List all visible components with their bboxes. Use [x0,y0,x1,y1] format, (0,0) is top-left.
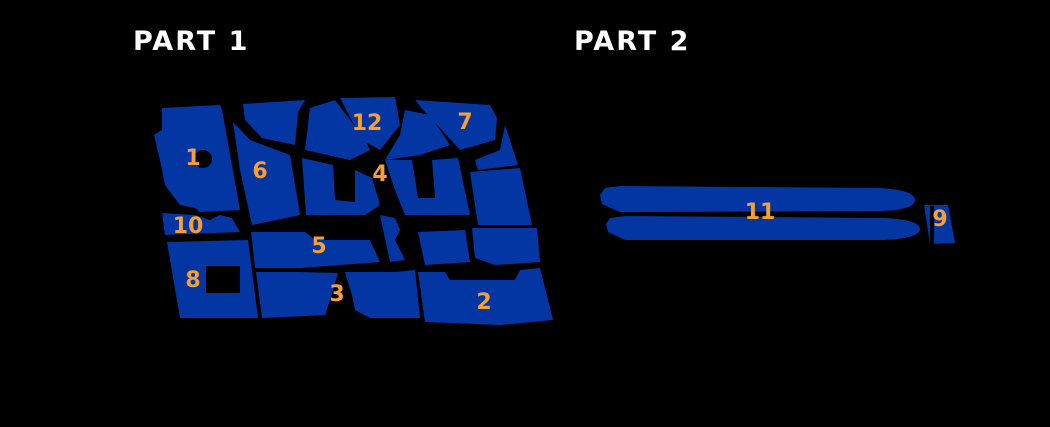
piece-right-upper [475,125,518,170]
label-2: 2 [476,290,491,315]
label-5: 5 [311,234,326,259]
piece-right-mid [470,168,532,225]
piece-8-cutout [206,266,240,293]
piece-12-left [305,100,370,160]
label-12: 12 [352,111,383,136]
piece-3-right [345,270,420,318]
piece-4-left [302,158,380,215]
piece-labels: 1 6 12 7 4 10 5 8 3 2 11 9 [173,110,948,315]
part-2-pieces [600,186,955,244]
label-4: 4 [372,162,387,187]
piece-1-cutout [194,150,212,168]
label-8: 8 [185,268,200,293]
piece-6 [233,122,300,225]
label-1: 1 [185,146,200,171]
piece-2 [418,268,553,325]
label-6: 6 [252,159,267,184]
piece-5 [251,232,380,268]
part-1-title: PART 1 [133,26,250,57]
part-1-pieces [154,97,553,325]
piece-12-right2 [385,110,450,160]
part-2-title: PART 2 [574,26,691,57]
piece-4-right [385,158,470,215]
label-7: 7 [457,110,472,135]
piece-3-left [256,272,338,318]
piece-7 [415,100,497,150]
label-9: 9 [932,207,947,232]
piece-11-top [600,186,915,212]
piece-5-right [380,215,405,262]
piece-11-bottom [606,216,920,240]
piece-right-lower-right [472,228,540,265]
piece-9-slit [930,206,934,244]
label-11: 11 [745,200,776,225]
piece-top-left [243,100,305,145]
label-3: 3 [329,282,344,307]
piece-10 [162,213,240,235]
piece-right-lower-left [418,230,470,265]
piece-12-right [340,97,400,150]
label-10: 10 [173,214,204,239]
